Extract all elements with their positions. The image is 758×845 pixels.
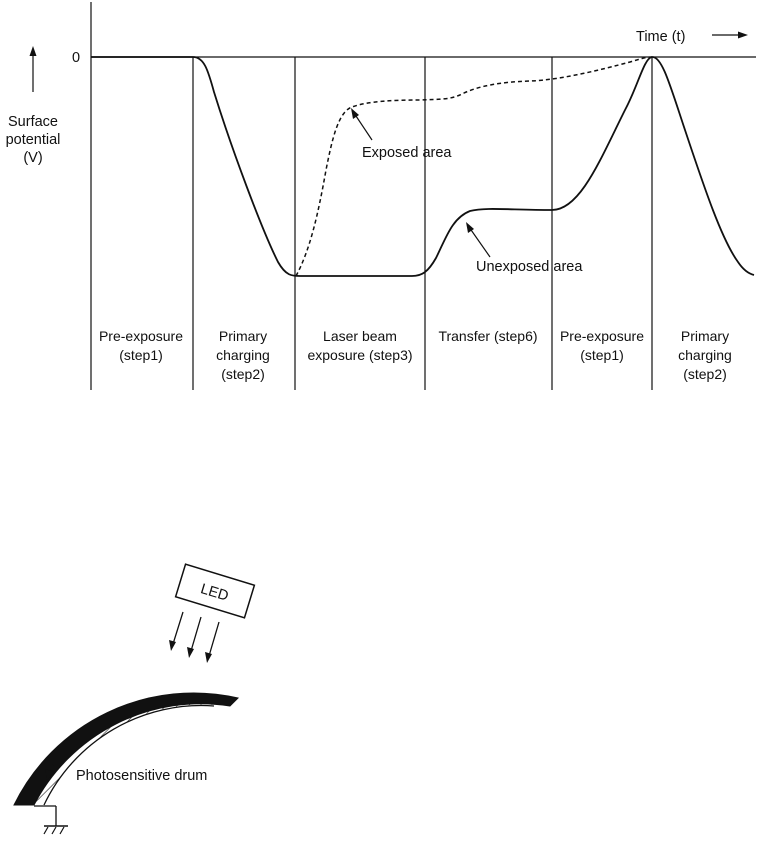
y-axis-label-line3: (V) [23,150,42,166]
unexposed-pointer [468,226,491,258]
exposed-pointer-head-icon [351,108,359,119]
drum-hatched-inner-edge [43,704,215,806]
exposed-curve [295,56,653,277]
y-arrowhead-icon [29,46,37,56]
led-box [174,563,256,619]
unexposed-area-label: Unexposed area [476,259,583,275]
stage-2-line1: Primary [219,328,267,344]
unexposed-curve [91,56,755,277]
surface-potential-graph: 0 Surface potential (V) Time (t) Exposed… [6,2,756,390]
stage-3-line2: exposure (step3) [307,347,412,363]
y-axis-label-line1: Surface [8,114,58,130]
led-ray-arrow-icon [190,616,202,652]
photosensitive-drum-diagram: Photosensitive drum LED [13,563,256,835]
stage-labels: Pre-exposure (step1) Primary charging (s… [99,328,732,382]
led-ray-head-icon [187,647,194,658]
stage-5-line1: Pre-exposure [560,328,644,344]
exposed-pointer [353,112,373,141]
led-ray-head-icon [205,652,212,663]
unexposed-pointer-head-icon [466,222,474,233]
time-label: Time (t) [636,29,685,45]
zero-label: 0 [72,50,80,66]
stage-1-line1: Pre-exposure [99,328,183,344]
stage-5-line2: (step1) [580,347,624,363]
drum-label: Photosensitive drum [76,768,207,784]
led-ray-head-icon [169,640,176,651]
ground-hatch [43,826,49,835]
stage-3-line1: Laser beam [323,328,397,344]
rotation-arrowhead-icon [45,769,54,780]
stage-2-line2: charging [216,347,270,363]
led-label: LED [199,581,231,605]
exposed-area-label: Exposed area [362,145,452,161]
stage-2-line3: (step2) [221,366,265,382]
stage-6-line2: charging [678,347,732,363]
ground-hatch [59,826,65,835]
ground-hatch [51,826,57,835]
y-axis-label-line2: potential [6,132,61,148]
time-arrowhead-icon [738,31,748,39]
led-unit: LED [174,563,256,619]
stage-4-line1: Transfer (step6) [438,328,537,344]
stage-6-line3: (step2) [683,366,727,382]
drum-outer-layer [13,692,239,806]
stage-1-line2: (step1) [119,347,163,363]
stage-6-line1: Primary [681,328,729,344]
led-ray-arrow-icon [172,611,184,645]
led-ray-arrow-icon [208,621,220,657]
